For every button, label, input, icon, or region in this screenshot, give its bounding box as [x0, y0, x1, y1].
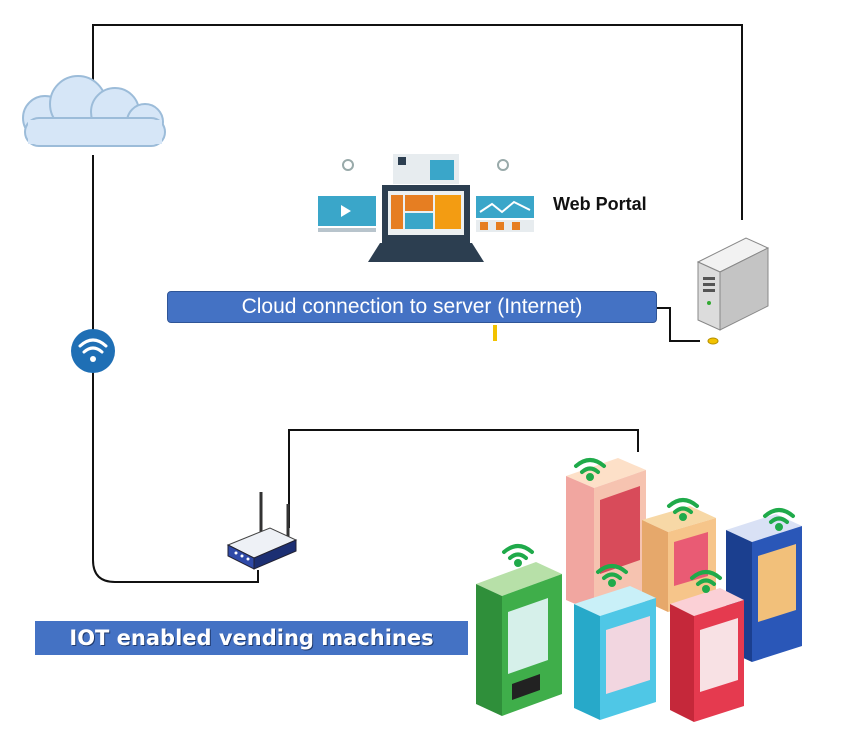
- vending-machine-icon: [566, 458, 646, 612]
- cloud-connection-label: Cloud connection to server (Internet): [167, 291, 657, 323]
- vending-machine-icon: [476, 562, 562, 716]
- label-to-server-line: [657, 307, 700, 342]
- router-icon: [226, 492, 298, 570]
- signal-icon: [690, 570, 722, 593]
- signal-icon: [763, 508, 795, 531]
- connector-lines: [92, 24, 743, 583]
- router-to-machines-line: [288, 429, 639, 528]
- vending-machine-icon: [574, 586, 656, 720]
- signal-icon: [502, 544, 534, 567]
- laptop-dashboard-icon: [318, 154, 534, 262]
- vending-machine-icon: [670, 588, 744, 722]
- connector-marker: [493, 325, 497, 341]
- signal-icon: [574, 458, 606, 481]
- cloud-icon: [22, 75, 166, 147]
- signal-icon: [596, 564, 628, 587]
- cloud-to-router-line: [92, 155, 259, 583]
- signal-icons: [502, 458, 795, 593]
- vending-machines: [476, 458, 802, 722]
- wifi-icon: [71, 329, 115, 373]
- web-portal-label: Web Portal: [553, 194, 647, 214]
- vending-machine-icon: [726, 514, 802, 662]
- server-icon: [696, 237, 770, 345]
- signal-icon: [667, 498, 699, 521]
- iot-vending-label: IOT enabled vending machines: [35, 621, 468, 655]
- cloud-to-server-line: [92, 24, 743, 220]
